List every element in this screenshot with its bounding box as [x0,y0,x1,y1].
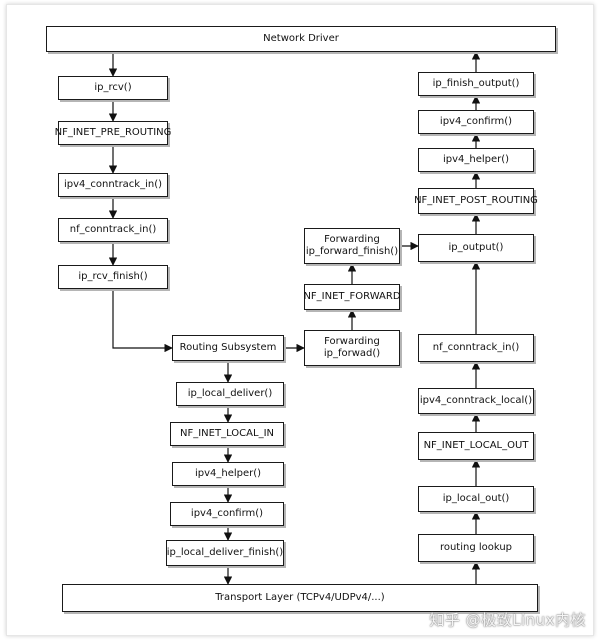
nf-inet-post-routing-box: NF_INET_POST_ROUTING [414,188,538,214]
routing-subsystem-label: Routing Subsystem [179,342,277,353]
ip-local-out-label: ip_local_out() [442,493,510,504]
forwarding-ip-forward-label: Forwarding ip_forwad() [323,336,381,359]
ip-local-deliver-finish-box: ip_local_deliver_finish() [166,540,284,566]
ipv4-conntrack-local-box: ipv4_conntrack_local() [418,388,534,414]
nf-inet-local-out-box: NF_INET_LOCAL_OUT [418,432,534,460]
forwarding-ip-forward-box: Forwarding ip_forwad() [304,330,400,366]
watermark: 知乎 @极致Linux内核 [429,611,586,629]
ip-finish-output-label: ip_finish_output() [432,78,520,89]
edge-rcv-finish-to-routing [112,289,173,353]
ip-output-box: ip_output() [418,234,534,262]
ipv4-conntrack-in-box: ipv4_conntrack_in() [58,173,168,197]
ip-local-deliver-finish-label: ip_local_deliver_finish() [166,547,284,558]
forwarding-ip-forward-finish-label: Forwarding ip_forward_finish() [305,234,399,257]
ip-rcv-box: ip_rcv() [58,76,168,100]
nf-inet-pre-routing-box: NF_INET_PRE_ROUTING [55,121,171,145]
nf-inet-post-routing-label: NF_INET_POST_ROUTING [414,195,538,206]
ip-finish-output-box: ip_finish_output() [418,72,534,96]
routing-subsystem-box: Routing Subsystem [172,335,284,361]
image-frame [6,4,594,636]
ipv4-helper-right-label: ipv4_helper() [442,154,510,165]
routing-lookup-label: routing lookup [439,542,513,553]
ipv4-conntrack-in-label: ipv4_conntrack_in() [63,179,163,190]
nf-inet-local-in-box: NF_INET_LOCAL_IN [170,422,284,446]
network-driver-label: Network Driver [263,33,339,44]
ip-local-deliver-label: ip_local_deliver() [187,388,273,399]
ip-local-out-box: ip_local_out() [418,486,534,512]
ipv4-helper-right-box: ipv4_helper() [418,148,534,172]
ipv4-conntrack-local-label: ipv4_conntrack_local() [419,395,533,406]
ip-output-label: ip_output() [448,242,504,253]
ipv4-confirm-right-label: ipv4_confirm() [439,116,513,127]
transport-layer-box: Transport Layer (TCPv4/UDPv4/...) [62,584,538,612]
nf-conntrack-in-right-box: nf_conntrack_in() [418,334,534,362]
transport-layer-label: Transport Layer (TCPv4/UDPv4/...) [215,592,385,603]
ip-rcv-finish-label: ip_rcv_finish() [78,271,148,282]
forwarding-ip-forward-finish-box: Forwarding ip_forward_finish() [304,228,400,264]
ipv4-helper-left-label: ipv4_helper() [194,468,262,479]
nf-inet-forward-box: NF_INET_FORWARD [303,284,401,310]
ip-rcv-finish-box: ip_rcv_finish() [58,265,168,289]
ip-local-deliver-box: ip_local_deliver() [176,382,284,406]
nf-inet-forward-label: NF_INET_FORWARD [303,291,401,302]
ipv4-confirm-left-box: ipv4_confirm() [170,502,284,526]
nf-conntrack-in-right-label: nf_conntrack_in() [432,342,520,353]
routing-lookup-box: routing lookup [418,534,534,562]
nf-conntrack-in-left-box: nf_conntrack_in() [58,218,168,242]
nf-inet-local-out-label: NF_INET_LOCAL_OUT [423,440,529,451]
ipv4-helper-left-box: ipv4_helper() [172,462,284,486]
nf-conntrack-in-left-label: nf_conntrack_in() [69,224,157,235]
nf-inet-pre-routing-label: NF_INET_PRE_ROUTING [54,127,172,138]
ip-rcv-label: ip_rcv() [94,82,132,93]
network-driver-box: Network Driver [46,26,556,52]
nf-inet-local-in-label: NF_INET_LOCAL_IN [180,428,274,439]
ipv4-confirm-right-box: ipv4_confirm() [418,110,534,134]
ipv4-confirm-left-label: ipv4_confirm() [190,508,264,519]
